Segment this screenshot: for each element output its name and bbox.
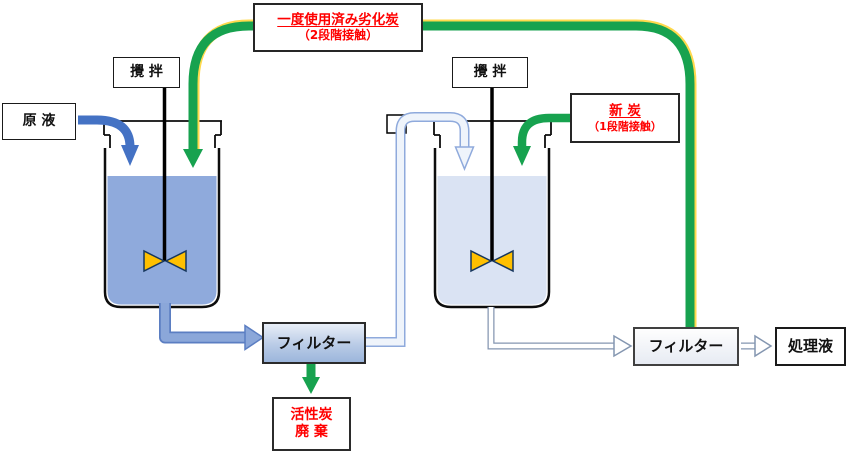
arrow-treated-arrowhead	[754, 334, 773, 358]
recycled-carbon-label-box: 一度使用済み劣化炭 （2段階接触）	[253, 3, 423, 52]
filter1-label: フィルター	[276, 333, 352, 352]
pipe-transfer-fill	[366, 113, 468, 346]
tank1-liquid	[107, 176, 217, 305]
recycled-carbon-line	[188, 21, 695, 327]
new-carbon-label-box: 新 炭 （1段階接触）	[570, 93, 680, 143]
raw-liquid-label-text: 原 液	[22, 112, 56, 129]
stirrer-label-tank2: 攪 拌	[452, 57, 528, 88]
tank1-impeller-right-blade	[164, 249, 187, 273]
stirrer-label-tank1: 攪 拌	[113, 57, 180, 88]
new-carbon-subtitle: （1段階接触）	[588, 119, 662, 133]
recycled-carbon-flow	[183, 19, 697, 327]
pipe-tank1-to-filter1	[159, 303, 265, 351]
tank2-stage2-vessel	[433, 88, 552, 309]
pipe-tank2-to-filter2	[487, 307, 633, 358]
raw-liquid-flow	[78, 115, 139, 166]
waste-carbon-arrowhead	[302, 377, 320, 394]
pipe-tank2-fill	[488, 307, 614, 349]
waste-label-line2: 廃 棄	[295, 424, 328, 440]
tank2-impeller-left-blade	[470, 249, 493, 273]
stirrer-label-tank1-text: 攪 拌	[130, 63, 163, 80]
pipe-tank2-outline	[487, 307, 614, 350]
filter1-box: フィルター	[262, 322, 366, 364]
filter2-box: フィルター	[633, 327, 739, 366]
recycled-carbon-arrowhead	[183, 149, 203, 168]
recycled-carbon-title: 一度使用済み劣化炭	[277, 11, 399, 28]
stirrer-label-tank2-text: 攪 拌	[473, 63, 507, 80]
tank1-impeller-left-blade	[143, 249, 166, 273]
waste-carbon-label-box: 活性炭 廃 棄	[272, 397, 351, 451]
raw-liquid-label-box: 原 液	[2, 103, 76, 140]
pipe-filter1-to-tank2	[366, 112, 475, 347]
recycled-carbon-subtitle: （2段階接触）	[297, 28, 379, 43]
filter2-label: フィルター	[648, 337, 724, 356]
treated-liquid-label: 処理液	[787, 337, 833, 356]
treated-liquid-label-box: 処理液	[775, 327, 846, 366]
raw-liquid-arrowhead	[121, 145, 139, 166]
arrow-filter2-to-treated	[741, 334, 773, 358]
waste-label-line1: 活性炭	[290, 406, 333, 423]
pipe-tank1-fill	[160, 303, 246, 342]
pipe-transfer-arrowhead	[454, 146, 475, 171]
pipe-tank1-arrowhead	[244, 324, 265, 351]
new-carbon-line	[517, 113, 571, 148]
waste-carbon-flow	[302, 364, 320, 394]
new-carbon-flow	[513, 113, 571, 166]
new-carbon-title: 新 炭	[609, 102, 641, 119]
new-carbon-arrowhead	[513, 146, 531, 166]
tank2-impeller-right-blade	[491, 249, 514, 273]
pipe-tank2-arrowhead	[613, 334, 633, 358]
tank1-neck-flange	[103, 120, 222, 148]
raw-liquid-line	[78, 115, 135, 148]
